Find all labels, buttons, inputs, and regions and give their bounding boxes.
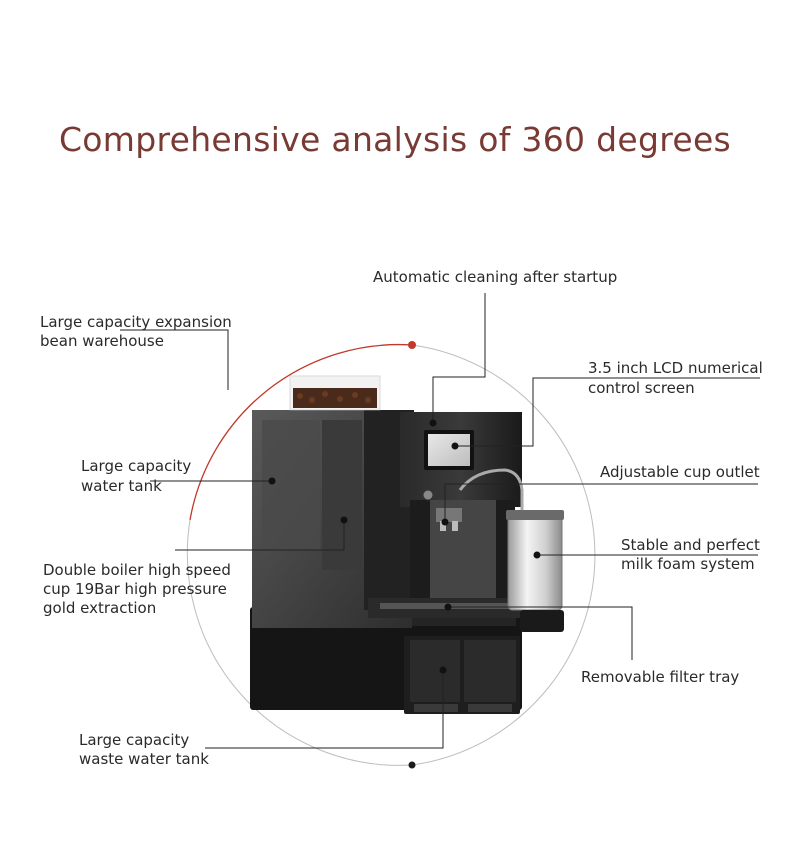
callout-waste-tank-line2: waste water tank [79,750,209,768]
callout-lcd-line1: 3.5 inch LCD numerical [588,359,763,377]
page-title: Comprehensive analysis of 360 degrees [58,120,732,159]
callout-boiler-line3: gold extraction [43,599,157,617]
coffee-machine [250,375,564,714]
callout-cup-outlet: Adjustable cup outlet [600,463,760,481]
callout-lcd-line2: control screen [588,379,695,397]
callout-bean-warehouse-line1: Large capacity expansion [40,313,232,331]
callout-water-tank-line1: Large capacity [81,457,192,475]
callout-water-tank-line2: water tank [81,477,162,495]
callout-waste-tank-line1: Large capacity [79,731,190,749]
rotation-circle [186,341,596,769]
callout-auto-cleaning: Automatic cleaning after startup [373,268,618,286]
callout-lines [120,293,760,749]
callout-bean-warehouse-line2: bean warehouse [40,332,164,350]
callout-boiler-line2: cup 19Bar high pressure [43,580,227,598]
callout-milk-foam-line1: Stable and perfect [621,536,760,554]
callout-milk-foam-line2: milk foam system [621,555,755,573]
callout-boiler-line1: Double boiler high speed [43,561,231,579]
callout-filter-tray: Removable filter tray [581,668,740,686]
